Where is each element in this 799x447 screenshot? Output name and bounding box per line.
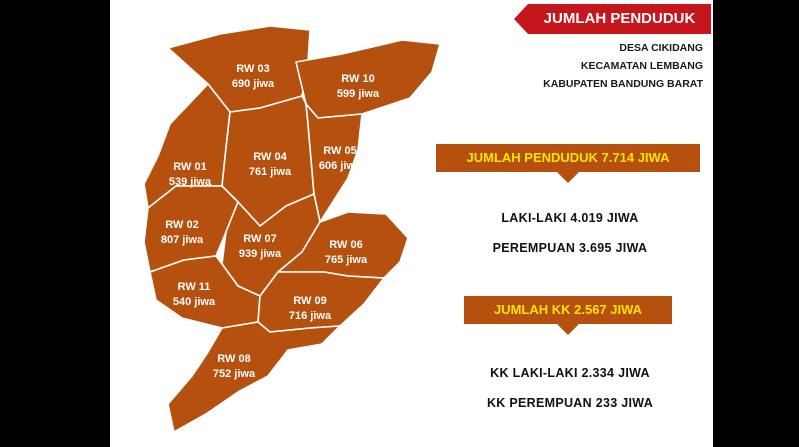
map-labels: RW 03 690 jiwa RW 10 599 jiwa RW 01 539 … [161,63,380,380]
label-rw04-id: RW 04 [253,151,287,163]
page-title: JUMLAH PENDUDUK [543,10,696,27]
label-rw07-value: 939 jiwa [239,248,282,260]
label-rw09-id: RW 09 [293,295,326,307]
label-rw11-id: RW 11 [178,281,211,293]
location-village: DESA CIKIDANG [619,42,703,54]
location-regency: KABUPATEN BANDUNG BARAT [543,78,703,90]
label-rw06-id: RW 06 [329,239,362,251]
region-rw08[interactable] [167,321,341,433]
label-rw02-value: 807 jiwa [161,234,204,246]
total-population-box: JUMLAH PENDUDUK 7.714 JIWA [436,144,700,172]
region-rw05[interactable] [305,103,363,223]
total-household-box: JUMLAH KK 2.567 JIWA [464,296,672,324]
label-rw08-id: RW 08 [217,353,250,365]
region-rw02[interactable] [143,185,239,273]
label-rw10-id: RW 10 [341,73,374,85]
slide-canvas: RW 03 690 jiwa RW 10 599 jiwa RW 01 539 … [110,0,713,447]
label-rw06-value: 765 jiwa [325,254,368,266]
label-rw08-value: 752 jiwa [213,368,256,380]
male-population: LAKI-LAKI 4.019 JIWA [501,211,639,225]
label-rw09-value: 716 jiwa [289,310,332,322]
label-rw01-value: 539 jiwa [169,176,212,188]
label-rw01-id: RW 01 [173,161,206,173]
household-arrow [557,324,579,335]
label-rw03-value: 690 jiwa [232,78,275,90]
male-household: KK LAKI-LAKI 2.334 JIWA [490,366,650,380]
female-population: PEREMPUAN 3.695 JIWA [492,241,648,255]
title-banner: JUMLAH PENDUDUK [514,4,711,34]
label-rw07-id: RW 07 [243,233,276,245]
label-rw04-value: 761 jiwa [249,166,292,178]
female-household: KK PEREMPUAN 233 JIWA [486,396,654,410]
label-rw03-id: RW 03 [236,63,269,75]
label-rw05-id: RW 05 [323,145,356,157]
label-rw11-value: 540 jiwa [173,296,216,308]
label-rw05-value: 606 jiwa [319,160,362,172]
label-rw02-id: RW 02 [165,219,198,231]
population-arrow [557,172,579,183]
population-map: RW 03 690 jiwa RW 10 599 jiwa RW 01 539 … [143,25,441,433]
label-rw10-value: 599 jiwa [337,88,380,100]
location-district: KECAMATAN LEMBANG [580,60,703,72]
